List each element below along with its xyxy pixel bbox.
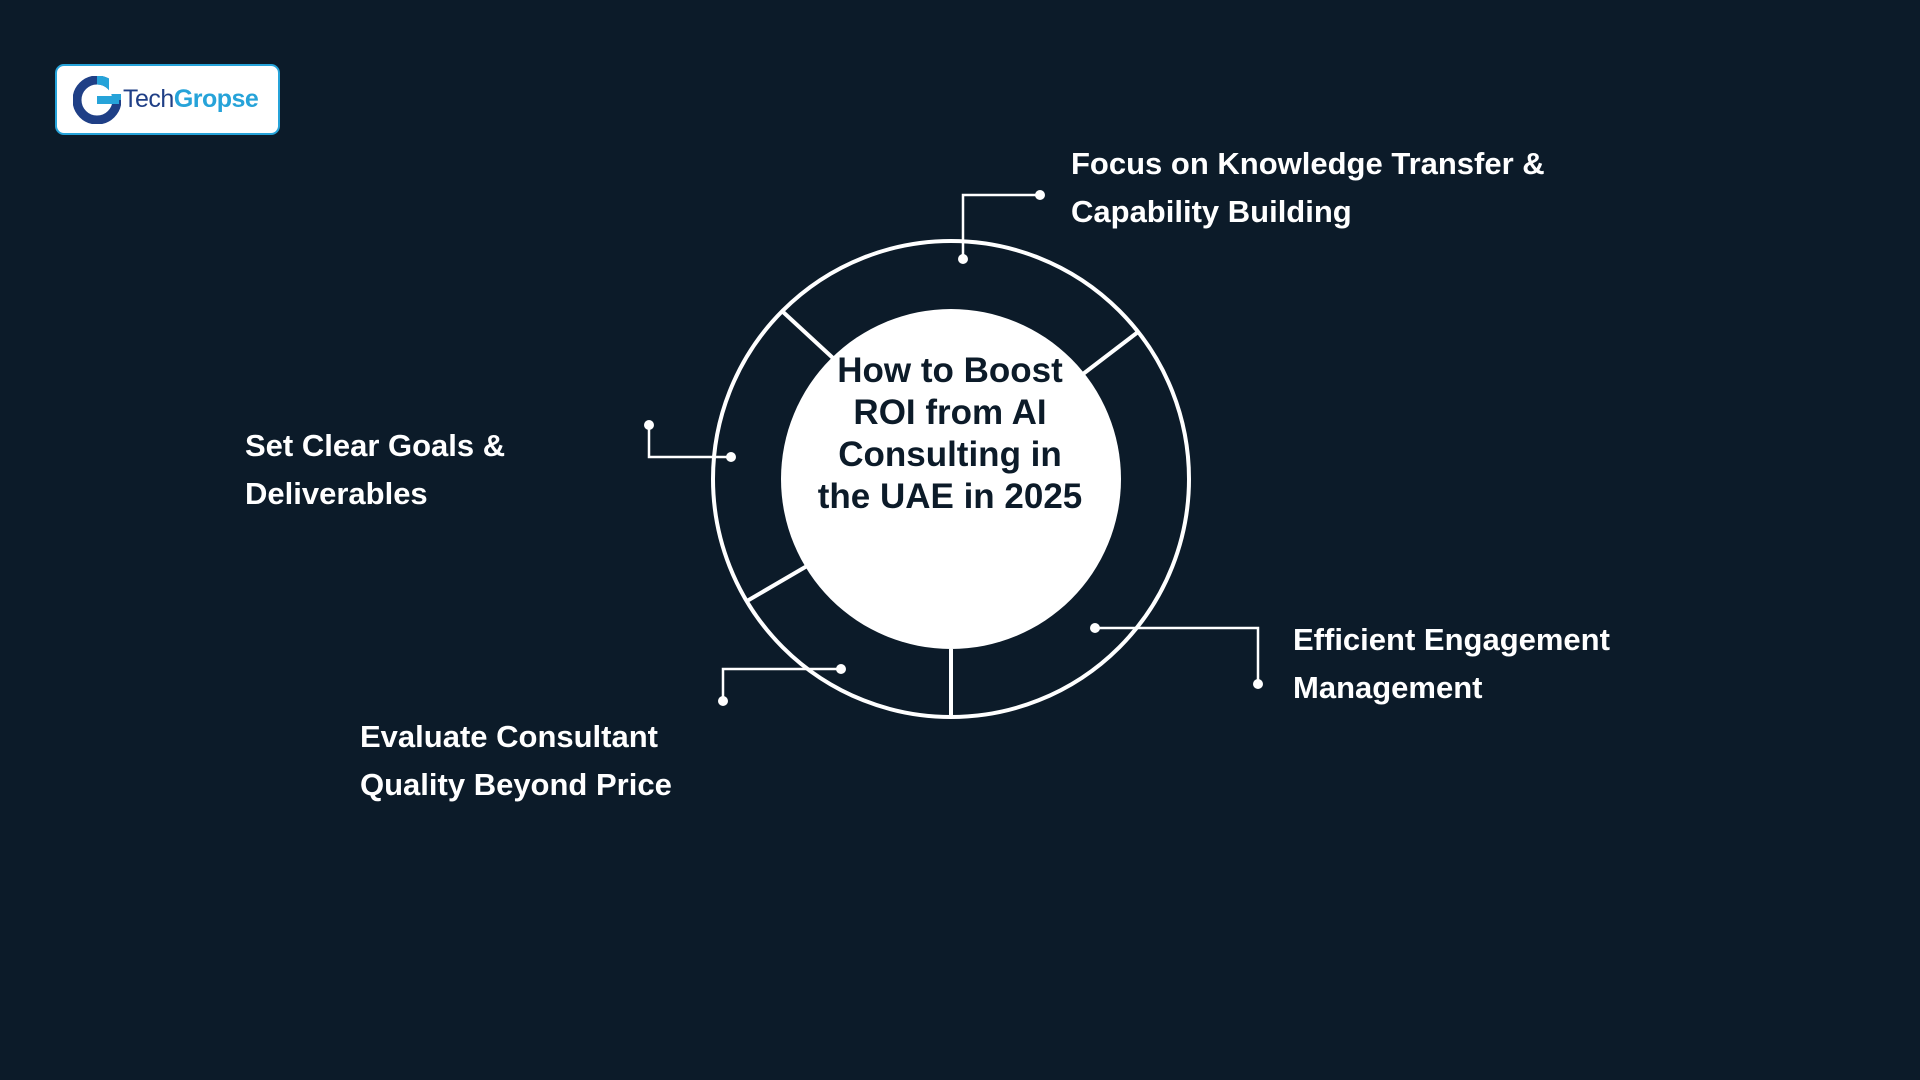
center-circle (781, 309, 1121, 649)
ring-divider (1081, 330, 1140, 376)
item-label-consultant-quality: Evaluate Consultant Quality Beyond Price (360, 719, 672, 802)
ring-divider (780, 309, 836, 361)
logo-wordmark: TechGropse (123, 85, 259, 114)
center-title: How to Boost ROI from AI Consulting in t… (817, 351, 1083, 516)
logo-g-icon (73, 75, 121, 124)
ring-divider (745, 564, 809, 603)
logo-word-tech: Tech (123, 85, 174, 113)
connector-knowledge (958, 190, 1045, 264)
item-label-knowledge-transfer: Focus on Knowledge Transfer & Capability… (1071, 146, 1545, 229)
item-label-clear-goals: Set Clear Goals & Deliverables (245, 428, 506, 511)
connector-engagement (1090, 623, 1263, 689)
techgropse-logo: TechGropse (55, 64, 280, 135)
connector-quality (718, 664, 846, 706)
connector-goals (644, 420, 736, 462)
logo-word-gropse: Gropse (173, 85, 259, 113)
item-label-engagement-management: Efficient Engagement Management (1293, 622, 1610, 705)
